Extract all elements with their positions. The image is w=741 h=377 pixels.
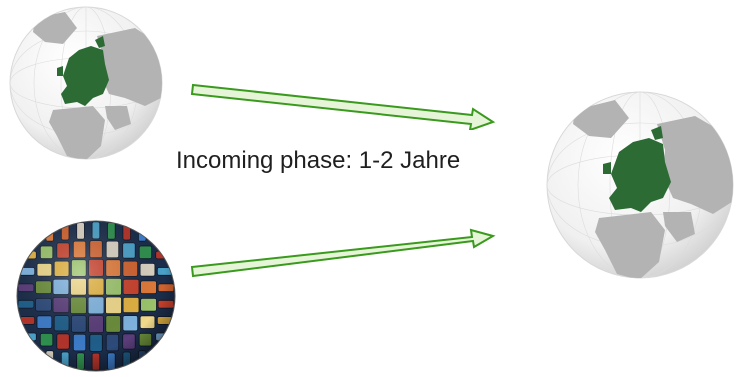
mosaic-tile (153, 348, 162, 358)
phase-caption: Incoming phase: 1-2 Jahre (176, 147, 461, 174)
arrow-to-target-top (188, 75, 498, 132)
europe-globe-icon (5, 6, 167, 161)
mosaic-tile (153, 234, 162, 244)
mosaic-tile (30, 234, 39, 244)
mosaic-tile (30, 348, 39, 358)
europe-globe-icon (545, 90, 735, 280)
photo-mosaic-globe-icon (16, 220, 176, 372)
arrow-to-target-bottom (188, 222, 498, 282)
